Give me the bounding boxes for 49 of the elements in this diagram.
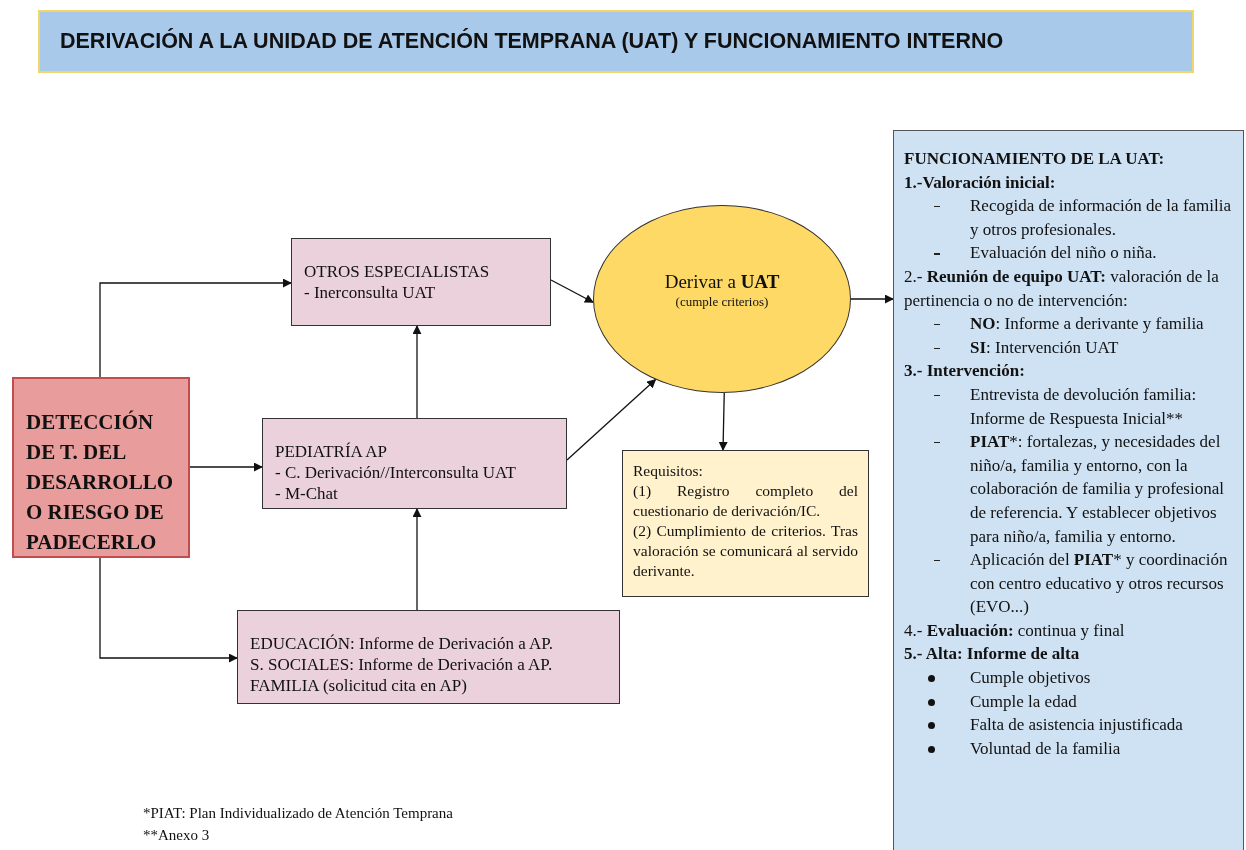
section-heading: 2.- Reunión de equipo UAT: valoración de la pertinencia o no de intervención: xyxy=(904,265,1220,312)
node-text: - Inerconsulta UAT xyxy=(304,282,437,303)
node-subtitle: (cumple criterios) xyxy=(675,294,769,310)
info-panel xyxy=(893,130,1244,850)
title: DERIVACIÓN A LA UNIDAD DE ATENCIÓN TEMPRANA (UAT) Y FUNCIONAMIENTO INTERNO xyxy=(60,29,1004,54)
list-item: Cumple la edad xyxy=(970,690,1078,713)
arrow xyxy=(566,378,657,461)
node-heading: PEDIATRÍA AP xyxy=(275,441,388,462)
list-item: SI: Intervención UAT xyxy=(970,336,1120,359)
node-text: (1) Registro completo del cuestionario de derivación/IC. xyxy=(633,481,858,521)
list-item: Evaluación del niño o niña. xyxy=(970,242,1158,265)
list-item: PIAT*: fortalezas, y necesidades del niño/a, familia y entorno, con la colaboración de familia y profesional de referencia. Y establecer objetivos para niño/a, familia y entorno. xyxy=(970,431,1225,548)
section-heading: 5.- Alta: Informe de alta xyxy=(904,643,1081,666)
list-item: Aplicación del PIAT* y coordinación con centro educativo y otros recursos (EVO...) xyxy=(970,549,1229,619)
node-title: DETECCIÓN DE T. DEL DESARROLLO O RIESGO DE PADECERLO xyxy=(26,409,175,556)
node-heading: OTROS ESPECIALISTAS xyxy=(304,261,491,282)
arrow xyxy=(99,278,292,378)
process-box xyxy=(291,238,551,326)
process-box xyxy=(237,610,620,704)
list-item: Cumple objetivos xyxy=(970,667,1092,690)
panel-heading: FUNCIONAMIENTO DE LA UAT: xyxy=(904,148,1166,170)
node-heading: Requisitos: xyxy=(633,461,704,481)
list-item: Recogida de información de la familia y otros profesionales. xyxy=(970,195,1233,241)
list-item: Entrevista de devolución familia: Informe de Respuesta Inicial** xyxy=(970,383,1198,430)
list-item: Voluntad de la familia xyxy=(970,737,1122,760)
node-text: - C. Derivación//Interconsulta UAT xyxy=(275,462,517,483)
section-heading: 3.- Intervención: xyxy=(904,360,1026,383)
process-box xyxy=(262,418,567,509)
node-title: Derivar a UAT xyxy=(664,270,780,294)
arrow xyxy=(99,557,238,663)
arrow xyxy=(550,279,594,303)
arrow xyxy=(412,325,422,419)
detection-box xyxy=(12,377,190,558)
footnote: *PIAT: Plan Individualizado de Atención Temprana xyxy=(143,805,453,822)
node-text: (2) Cumplimiento de criterios. Tras valoración se comunicará al servido derivante. xyxy=(633,521,858,581)
node-text: S. SOCIALES: Informe de Derivación a AP. xyxy=(250,654,554,675)
list-item: Falta de asistencia injustificada xyxy=(970,714,1184,737)
arrow xyxy=(718,392,728,451)
arrow xyxy=(412,508,422,611)
arrow xyxy=(189,462,263,472)
footnote: **Anexo 3 xyxy=(143,827,210,844)
node-text: FAMILIA (solicitud cita en AP) xyxy=(250,675,468,696)
section-heading: 1.-Valoración inicial: xyxy=(904,171,1057,194)
note-box xyxy=(622,450,869,597)
list-item: NO: Informe a derivante y familia xyxy=(970,313,1205,336)
node-heading: EDUCACIÓN: Informe de Derivación a AP. xyxy=(250,633,555,654)
section-heading: 4.- Evaluación: continua y final xyxy=(904,619,1126,642)
node-text: - M-Chat xyxy=(275,483,339,504)
arrow xyxy=(850,294,894,304)
